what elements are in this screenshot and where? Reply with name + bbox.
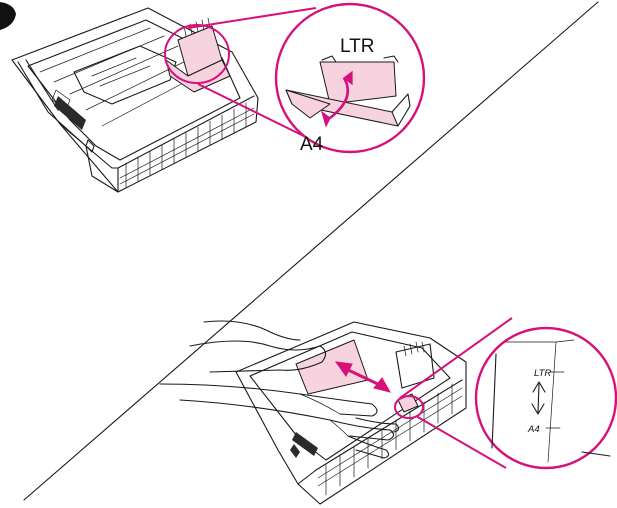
top-highlight-ring (164, 24, 230, 84)
step-badge (0, 2, 16, 30)
bottom-ltr-label: LTR (534, 368, 551, 379)
bottom-paper-tray (235, 321, 467, 505)
hands-illustration (159, 320, 400, 459)
slide-direction-arrow (334, 361, 392, 393)
bottom-a4-label: A4 (527, 424, 540, 435)
bottom-magnified-scale (491, 339, 611, 463)
top-magnified-guide (285, 55, 411, 128)
top-a4-label: A4 (300, 134, 324, 155)
top-paper-tray (11, 7, 259, 193)
panel-divider-line (23, 1, 599, 501)
bottom-highlight-ring (394, 395, 424, 419)
top-ltr-label: LTR (340, 36, 374, 57)
bottom-magnifier-circle (474, 326, 617, 470)
